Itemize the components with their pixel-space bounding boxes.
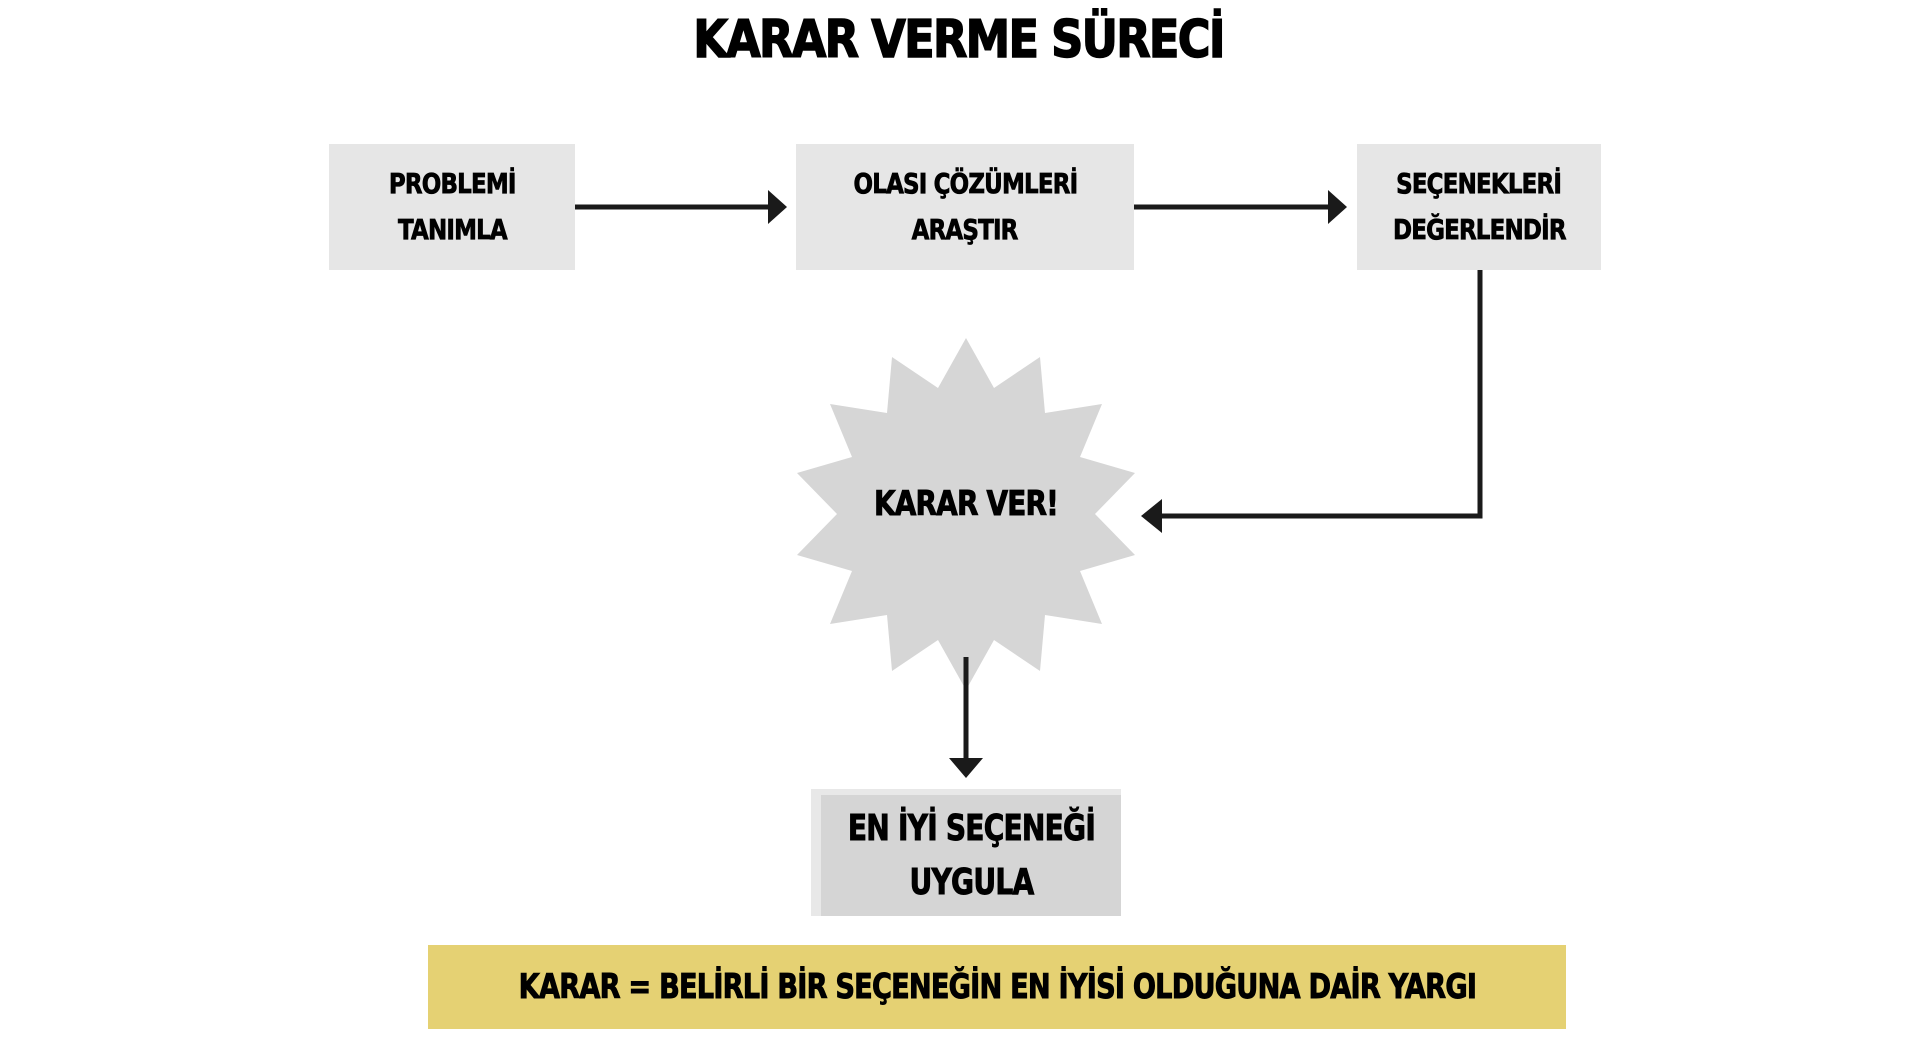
decide-label: KARAR VER! <box>873 484 1060 525</box>
diagram-title: KARAR VERME SÜRECİ <box>693 9 1227 71</box>
step-label-line: OLASI ÇÖZÜMLERİ <box>853 167 1078 201</box>
step-label-line: ARAŞTIR <box>912 213 1019 247</box>
step-label-line: SEÇENEKLERİ <box>1396 167 1562 201</box>
arrow-left-elbow-icon <box>1141 270 1483 533</box>
step-research-solutions-box: OLASI ÇÖZÜMLERİ ARAŞTIR <box>796 144 1134 270</box>
step-label-line: UYGULA <box>909 861 1034 903</box>
step-implement-inner: EN İYİ SEÇENEĞİ UYGULA <box>821 795 1121 916</box>
step-define-problem-box: PROBLEMİ TANIMLA <box>329 144 575 270</box>
step-implement-best-option-box: EN İYİ SEÇENEĞİ UYGULA <box>811 789 1121 916</box>
arrow-down-icon <box>949 657 983 778</box>
step-label-line: TANIMLA <box>397 213 507 247</box>
arrow-right-icon <box>575 190 787 224</box>
step-evaluate-options-box: SEÇENEKLERİ DEĞERLENDİR <box>1357 144 1601 270</box>
definition-banner: KARAR = BELİRLİ BİR SEÇENEĞİN EN İYİSİ O… <box>428 945 1566 1029</box>
step-label-line: DEĞERLENDİR <box>1392 213 1566 247</box>
definition-text: KARAR = BELİRLİ BİR SEÇENEĞİN EN İYİSİ O… <box>518 967 1477 1008</box>
step-label-line: PROBLEMİ <box>388 167 516 201</box>
step-label-line: EN İYİ SEÇENEĞİ <box>847 807 1096 849</box>
starburst-shape <box>797 338 1135 690</box>
arrow-right-icon <box>1134 190 1347 224</box>
